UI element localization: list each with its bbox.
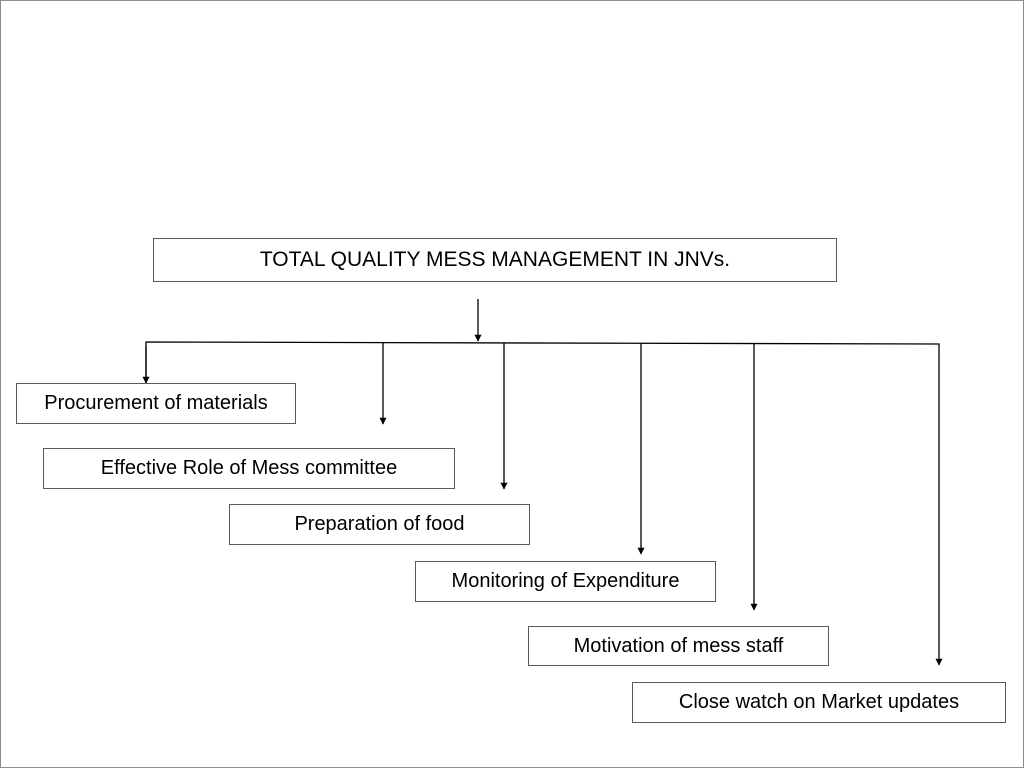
procurement-box: Procurement of materials (16, 383, 296, 424)
mess-committee-box: Effective Role of Mess committee (43, 448, 455, 489)
diagram-title-box: TOTAL QUALITY MESS MANAGEMENT IN JNVs. (153, 238, 837, 282)
motivation-box: Motivation of mess staff (528, 626, 829, 666)
preparation-label: Preparation of food (294, 513, 465, 535)
motivation-label: Motivation of mess staff (573, 634, 784, 657)
mess-committee-label: Effective Role of Mess committee (100, 457, 398, 479)
monitoring-label: Monitoring of Expenditure (451, 570, 680, 592)
market-watch-box: Close watch on Market updates (632, 682, 1006, 723)
market-watch-label: Close watch on Market updates (678, 691, 960, 713)
diagram-title: TOTAL QUALITY MESS MANAGEMENT IN JNVs. (259, 248, 731, 271)
preparation-box: Preparation of food (229, 504, 530, 545)
monitoring-box: Monitoring of Expenditure (415, 561, 716, 602)
procurement-label: Procurement of materials (44, 392, 268, 414)
